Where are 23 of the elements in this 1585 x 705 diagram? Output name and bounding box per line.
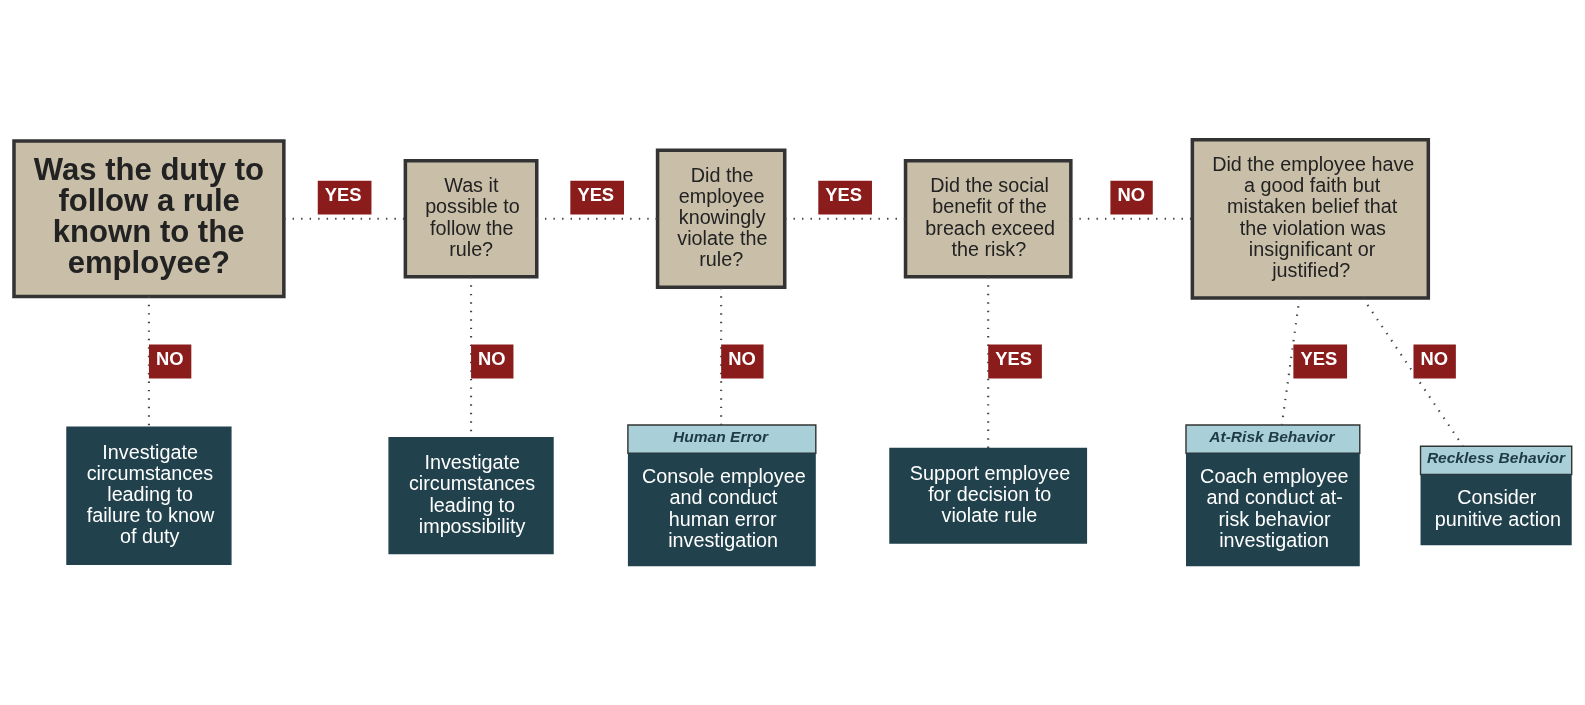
connector bbox=[987, 276, 990, 448]
edge-label: YES bbox=[995, 347, 1032, 369]
connector bbox=[720, 287, 723, 425]
node-box: Was it possible to follow the rule? bbox=[403, 158, 539, 278]
connector bbox=[1362, 296, 1464, 447]
connector bbox=[147, 296, 150, 427]
node-box: Investigate circumstances leading to impossibility bbox=[388, 436, 554, 554]
edge-label: NO bbox=[728, 347, 756, 369]
node-box: Did the social benefit of the breach exceed the risk? bbox=[903, 158, 1073, 278]
edge-label: NO bbox=[1420, 347, 1449, 369]
edge-label: YES bbox=[324, 183, 362, 205]
edge-label: NO bbox=[155, 347, 184, 369]
node-box: Was the duty to follow a rule known to the employee? bbox=[12, 138, 286, 298]
edge-label: NO bbox=[1117, 183, 1146, 205]
edge-label: YES bbox=[825, 183, 863, 205]
node-box: Did the employee have a good faith but mistaken belief that the violation was insignificant or justified? bbox=[1190, 137, 1431, 300]
node-box: Did the employee knowingly violate the rule? bbox=[655, 148, 787, 289]
node-box: Investigate circumstances leading to failure to know of duty bbox=[66, 425, 232, 565]
edge-label: NO bbox=[478, 347, 506, 369]
node-box: Support employee for decision to violate rule bbox=[889, 447, 1088, 544]
edge-label: YES bbox=[1300, 347, 1338, 369]
connector bbox=[1280, 297, 1301, 425]
edge-label: YES bbox=[577, 183, 615, 205]
